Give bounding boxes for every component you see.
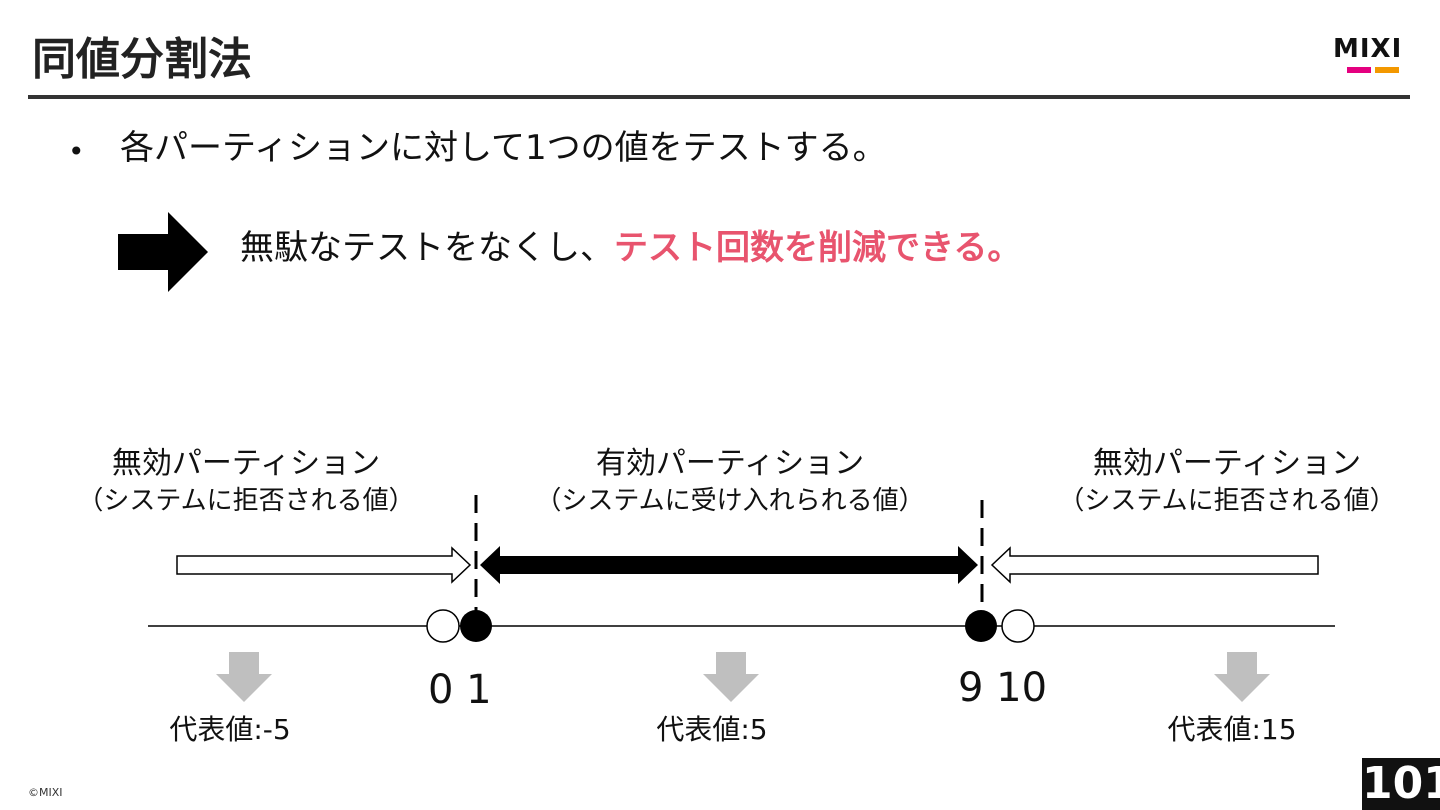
right-representative-value: 代表値:15 bbox=[1167, 713, 1297, 746]
right-invalid-arrow bbox=[990, 546, 1319, 584]
left-invalid-arrow bbox=[176, 546, 472, 584]
point-highlight: テスト回数を削減できる。 bbox=[614, 228, 1022, 268]
right-partition-label: 無効パーティション bbox=[1092, 446, 1362, 481]
point-prefix: 無駄なテストをなくし、 bbox=[240, 228, 614, 268]
right-partition-sub: （システムに拒否される値） bbox=[1058, 486, 1396, 516]
left-partition-sub: （システムに拒否される値） bbox=[77, 486, 415, 516]
valid-range-arrow bbox=[480, 546, 978, 584]
left-representative-arrow bbox=[216, 652, 272, 702]
copyright: ©MIXI bbox=[28, 786, 63, 799]
middle-partition-label: 有効パーティション bbox=[595, 446, 865, 481]
left-partition-label: 無効パーティション bbox=[111, 446, 381, 481]
number-left: 0 1 bbox=[428, 667, 492, 713]
value-10-open-circle bbox=[1001, 609, 1035, 643]
middle-representative-value: 代表値:5 bbox=[656, 713, 768, 746]
right-representative-arrow bbox=[1214, 652, 1270, 702]
right-arrow-icon bbox=[118, 212, 208, 292]
middle-partition-sub: （システムに受け入れられる値） bbox=[535, 486, 925, 516]
value-0-open-circle bbox=[426, 609, 460, 643]
page-number: 101 bbox=[1362, 758, 1440, 810]
logo-text: MIXI bbox=[1333, 34, 1403, 64]
left-representative-value: 代表値:-5 bbox=[169, 713, 291, 746]
logo-orange-bar bbox=[1375, 67, 1399, 73]
value-9-filled-circle bbox=[965, 610, 997, 642]
middle-representative-arrow bbox=[703, 652, 759, 702]
point-text: 無駄なテストをなくし、テスト回数を削減できる。 bbox=[240, 228, 1021, 268]
number-right: 9 10 bbox=[958, 665, 1048, 711]
page-title: 同値分割法 bbox=[32, 34, 252, 85]
bullet-text: 各パーティションに対して1つの値をテストする。 bbox=[120, 128, 887, 168]
logo-pink-bar bbox=[1347, 67, 1371, 73]
bullet-dot: • bbox=[68, 135, 85, 168]
title-divider bbox=[28, 95, 1410, 99]
mixi-logo: MIXI bbox=[1333, 36, 1413, 76]
value-1-filled-circle bbox=[460, 610, 492, 642]
